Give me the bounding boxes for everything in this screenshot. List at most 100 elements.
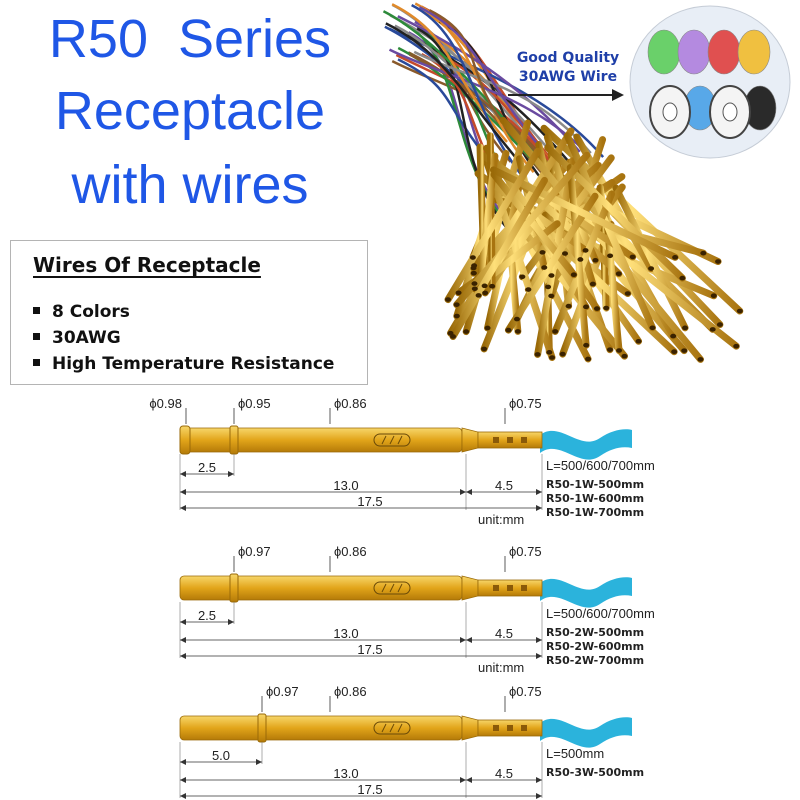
dimension-label: 17.5 bbox=[357, 642, 382, 657]
length-label: L=500mm bbox=[546, 746, 604, 761]
logo-mark bbox=[373, 433, 411, 447]
unit-label: unit:mm bbox=[478, 660, 524, 675]
spec-heading: Wires Of Receptacle bbox=[33, 253, 261, 277]
pin-opening bbox=[505, 327, 512, 333]
gold-pin bbox=[551, 190, 616, 335]
pin-opening bbox=[589, 281, 596, 287]
pin-opening bbox=[463, 329, 470, 334]
pin-opening bbox=[649, 325, 656, 331]
callout-line-1: Good Quality bbox=[517, 50, 619, 66]
arrow-icon bbox=[180, 653, 186, 659]
arrow-icon bbox=[180, 489, 186, 495]
pin-opening bbox=[606, 347, 613, 352]
spec-item-label: 8 Colors bbox=[52, 302, 130, 322]
part-number: R50-1W-700mm bbox=[546, 506, 644, 519]
bullet-icon bbox=[33, 332, 40, 340]
arrow-icon bbox=[180, 505, 186, 511]
diameter-label: ϕ0.86 bbox=[334, 544, 367, 559]
pin-opening bbox=[546, 350, 553, 355]
crimp-mark bbox=[493, 725, 499, 731]
pin-opening bbox=[635, 338, 642, 344]
arrow-icon bbox=[460, 489, 466, 495]
spool bbox=[707, 29, 741, 75]
pin-opening bbox=[489, 283, 496, 289]
crimp-mark bbox=[521, 725, 527, 731]
spec-item-label: High Temperature Resistance bbox=[52, 354, 335, 374]
arrow-icon bbox=[180, 637, 186, 643]
dimension-label: 13.0 bbox=[333, 626, 358, 641]
gold-pin bbox=[566, 163, 590, 349]
title-line-2: Receptacle bbox=[54, 81, 326, 141]
arrow-icon bbox=[180, 793, 186, 799]
pin-opening bbox=[469, 255, 476, 260]
pin-opening bbox=[484, 325, 491, 331]
wire-strand bbox=[411, 4, 530, 185]
arrow-icon bbox=[180, 777, 186, 783]
diameter-label: ϕ0.75 bbox=[509, 544, 542, 559]
dimension-label: 4.5 bbox=[495, 478, 513, 493]
spec-item-label: 30AWG bbox=[52, 328, 121, 348]
logo-stripe bbox=[389, 723, 395, 733]
logo-stripe bbox=[389, 583, 395, 593]
arrow-icon bbox=[256, 759, 262, 765]
pin-body bbox=[179, 715, 463, 741]
gold-pin bbox=[453, 151, 591, 309]
pin-opening bbox=[679, 275, 686, 281]
pin-opening bbox=[715, 259, 722, 264]
pin-opening bbox=[583, 342, 590, 348]
pin-head bbox=[179, 425, 191, 455]
arrow-icon bbox=[460, 637, 466, 643]
crimp-mark bbox=[521, 437, 527, 443]
pin-opening bbox=[525, 287, 532, 292]
pin-opening bbox=[716, 322, 723, 327]
part-number: R50-1W-600mm bbox=[546, 492, 644, 505]
spool-hub bbox=[722, 102, 738, 122]
pin-opening bbox=[548, 293, 555, 299]
bullet-icon bbox=[33, 358, 40, 366]
logo-stripe bbox=[381, 583, 387, 593]
product-photo: Good Quality 30AWG Wire bbox=[382, 2, 791, 363]
logo-stripe bbox=[397, 723, 403, 733]
logo-stripe bbox=[397, 583, 403, 593]
pin-opening bbox=[577, 257, 584, 262]
pin-openings bbox=[445, 248, 743, 362]
pin-opening bbox=[648, 266, 655, 271]
diameter-label: ϕ0.75 bbox=[509, 684, 542, 699]
pin-opening bbox=[616, 348, 623, 353]
diameter-label: ϕ0.86 bbox=[334, 684, 367, 699]
gold-pin bbox=[612, 184, 689, 332]
pin-opening bbox=[582, 248, 589, 253]
arrow-icon bbox=[466, 777, 472, 783]
arrow-icon bbox=[180, 759, 186, 765]
dimension-label: 13.0 bbox=[333, 478, 358, 493]
arrow-icon bbox=[536, 653, 542, 659]
pin-opening bbox=[548, 273, 555, 278]
pin-opening bbox=[445, 297, 452, 302]
wire-tail bbox=[540, 577, 632, 608]
pin-opening bbox=[481, 346, 488, 352]
arrow-icon bbox=[228, 471, 234, 477]
spool bbox=[647, 29, 681, 75]
arrow-icon bbox=[536, 777, 542, 783]
wire-strand bbox=[418, 6, 544, 151]
logo-stripe bbox=[397, 435, 403, 445]
part-number: R50-1W-500mm bbox=[546, 478, 644, 491]
pin-collar bbox=[257, 713, 267, 743]
part-number: R50-2W-700mm bbox=[546, 654, 644, 667]
pin-opening bbox=[552, 329, 559, 334]
length-label: L=500/600/700mm bbox=[546, 606, 655, 621]
diameter-label: ϕ0.97 bbox=[266, 684, 299, 699]
arrow-icon bbox=[536, 793, 542, 799]
dimension-label: 17.5 bbox=[357, 782, 382, 797]
dimension-label: 5.0 bbox=[212, 748, 230, 763]
wire-strand bbox=[428, 9, 518, 141]
dimension-label: 4.5 bbox=[495, 626, 513, 641]
gold-pin bbox=[504, 192, 599, 334]
pin-opening bbox=[593, 306, 600, 311]
pin-opening bbox=[559, 351, 566, 357]
arrow-icon bbox=[536, 637, 542, 643]
pin-opening bbox=[471, 263, 478, 268]
dimension-label: 2.5 bbox=[198, 608, 216, 623]
